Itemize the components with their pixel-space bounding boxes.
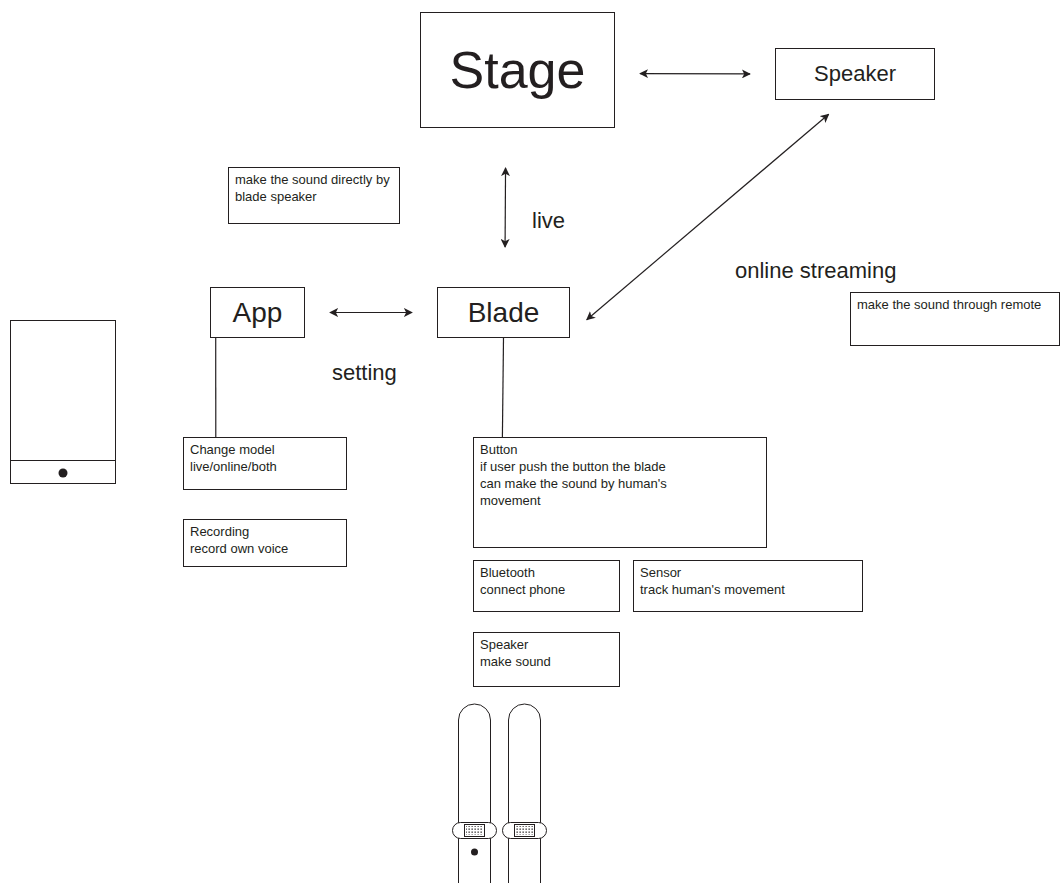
feature-box: Change modellive/online/both [183, 437, 347, 490]
node-body: make sound [480, 654, 613, 671]
node-title: Button [480, 442, 760, 459]
node-body: if user push the button the blade can ma… [480, 459, 680, 510]
connector [640, 73, 750, 75]
node-body: record own voice [190, 541, 340, 558]
edge-label: setting [330, 360, 399, 386]
edge-label: online streaming [733, 258, 898, 284]
node-title: Blade [468, 297, 540, 329]
node-title: Sensor [640, 565, 856, 582]
feature-box: Bluetoothconnect phone [473, 560, 620, 612]
app-box: App [210, 287, 305, 338]
blade-box: Blade [437, 287, 570, 338]
node-title: Bluetooth [480, 565, 613, 582]
node-title: Speaker [814, 61, 896, 87]
feature-box: Buttonif user push the button the blade … [473, 437, 767, 548]
feature-box: Sensortrack human's movement [633, 560, 863, 612]
connector [215, 338, 216, 437]
note-box: make the sound through remote [850, 292, 1060, 346]
feature-box: Speakermake sound [473, 632, 620, 687]
connector [502, 338, 503, 437]
connector [330, 312, 412, 313]
node-body: connect phone [480, 582, 613, 599]
node-title: Recording [190, 524, 340, 541]
node-title: make the sound through remote [857, 297, 1053, 314]
note-box: make the sound directly by blade speaker [228, 167, 400, 224]
blade-illustration [453, 704, 547, 883]
node-title: make the sound directly by blade speaker [235, 172, 393, 206]
speaker-box: Speaker [775, 48, 935, 100]
node-title: Change model [190, 442, 340, 459]
node-title: Stage [450, 40, 586, 100]
stage-box: Stage [420, 12, 615, 128]
connector [504, 168, 506, 247]
phone-illustration [11, 321, 116, 484]
feature-box: Recordingrecord own voice [183, 519, 347, 567]
node-body: track human's movement [640, 582, 856, 599]
node-body: live/online/both [190, 459, 340, 476]
node-title: App [233, 297, 283, 329]
node-title: Speaker [480, 637, 613, 654]
connector [587, 114, 829, 319]
edge-label: live [530, 208, 567, 234]
